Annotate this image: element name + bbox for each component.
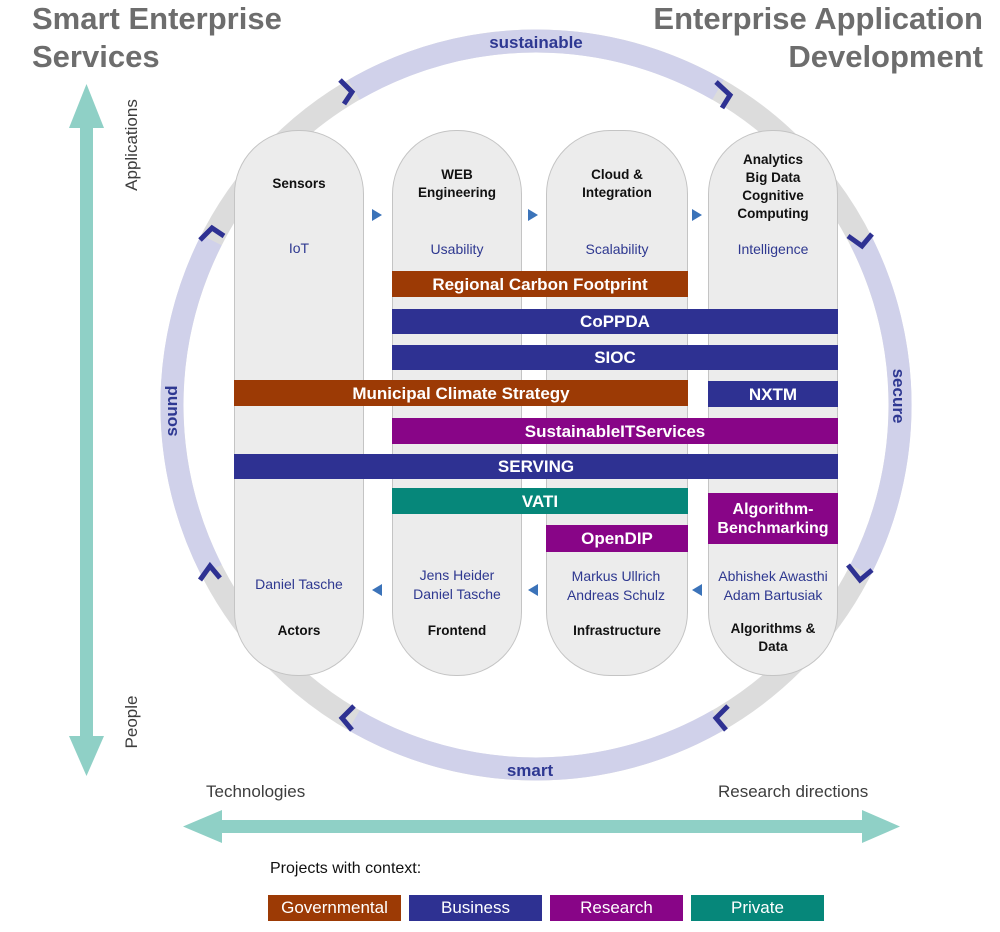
ring-arc-right — [850, 234, 912, 576]
column-foot-actors: Actors — [277, 623, 321, 638]
project-vati: VATI — [392, 488, 688, 514]
project-coppda: CoPPDA — [392, 309, 838, 334]
project-sustainableitservices: SustainableITServices — [392, 418, 838, 444]
chevron-bottom-right-icon — [712, 704, 730, 732]
axis-label-people: People — [122, 695, 141, 749]
project-regional-carbon-footprint: Regional Carbon Footprint — [392, 271, 688, 297]
ring-label-smart: smart — [506, 761, 554, 780]
ring-arc-left — [160, 234, 222, 576]
project-municipal-climate-strategy: Municipal Climate Strategy — [234, 380, 688, 406]
arrow-left-icon — [528, 584, 538, 596]
arrow-left-icon — [372, 584, 382, 596]
legend-title: Projects with context: — [270, 860, 422, 877]
column-head-sensors: Sensors — [272, 176, 326, 191]
arrow-right-icon — [372, 209, 382, 221]
column-head-analytics: Analytics Big Data Cognitive Computing — [737, 152, 809, 221]
arrow-right-icon — [528, 209, 538, 221]
column-foot-frontend: Frontend — [427, 623, 487, 638]
chevron-left-top-icon — [198, 224, 226, 242]
title-enterprise-application-development: Enterprise Application Development — [653, 1, 983, 74]
ring-label-sustainable: sustainable — [489, 33, 583, 52]
column-names-web: Jens Heider Daniel Tasche — [413, 567, 501, 602]
column-foot-infrastructure: Infrastructure — [573, 623, 661, 638]
column-attr-intelligence: Intelligence — [737, 241, 809, 257]
arrow-right-icon — [692, 209, 702, 221]
column-head-cloud: Cloud & Integration — [582, 167, 652, 200]
ring-arc-top — [348, 29, 724, 100]
column-foot-algorithms-data: Algorithms & Data — [730, 621, 816, 654]
project-serving: SERVING — [234, 454, 838, 479]
column-attr-iot: IoT — [288, 240, 310, 256]
chevron-right-bottom-icon — [846, 563, 874, 584]
legend-item-governmental: Governmental — [268, 895, 401, 921]
arrow-left-icon — [692, 584, 702, 596]
ring-label-sound: sound — [162, 385, 181, 437]
project-algorithm-benchmarking: Algorithm- Benchmarking — [708, 493, 838, 544]
chevron-bottom-left-icon — [338, 704, 356, 732]
axis-label-technologies: Technologies — [206, 782, 306, 801]
axis-label-applications: Applications — [122, 99, 141, 191]
axis-label-research-directions: Research directions — [718, 782, 869, 801]
chevron-top-left-icon — [338, 78, 356, 106]
column-attr-scalability: Scalability — [585, 241, 649, 257]
column-names-analytics: Abhishek Awasthi Adam Bartusiak — [718, 568, 828, 603]
title-smart-enterprise-services: Smart Enterprise Services — [32, 1, 282, 74]
column-attr-usability: Usability — [430, 241, 484, 257]
column-names-sensors: Daniel Tasche — [255, 576, 343, 592]
project-sioc: SIOC — [392, 345, 838, 370]
column-head-web: WEB Engineering — [417, 167, 496, 200]
legend-item-private: Private — [691, 895, 824, 921]
project-nxtm: NXTM — [708, 381, 838, 407]
chevron-left-bottom-icon — [197, 561, 222, 582]
legend-item-research: Research — [550, 895, 683, 921]
ring-arc-bottom — [348, 710, 724, 781]
legend-item-business: Business — [409, 895, 542, 921]
column-names-cloud: Markus Ullrich Andreas Schulz — [566, 568, 666, 603]
project-opendip: OpenDIP — [546, 525, 688, 552]
ring-label-secure: secure — [889, 368, 908, 424]
chevron-top-right-icon — [714, 80, 734, 110]
horizontal-double-arrow — [183, 810, 900, 843]
chevron-right-top-icon — [846, 232, 874, 250]
vertical-double-arrow — [69, 84, 104, 776]
